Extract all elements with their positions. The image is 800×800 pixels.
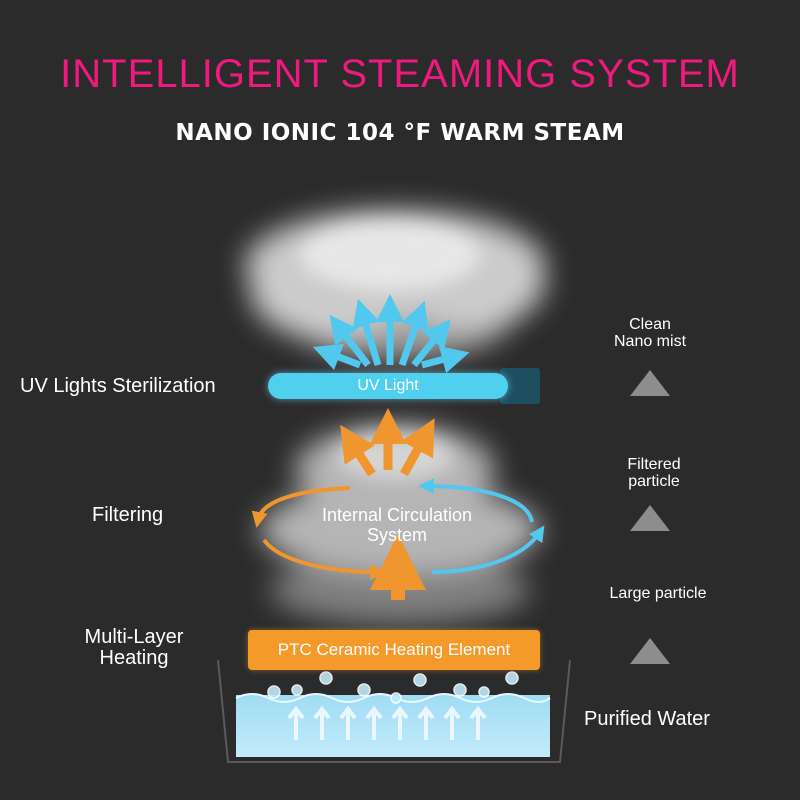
water-bubbles: [267, 644, 519, 704]
water-surface: [236, 695, 550, 757]
heating-label-line2: Heating: [99, 647, 169, 669]
water-tank: [217, 659, 571, 763]
multi-layer-heating-label: Multi-Layer Heating: [74, 627, 194, 669]
clean-mist-triangle-icon: [630, 370, 670, 396]
ptc-heating-element: [248, 630, 540, 670]
filtered-particle-label: Filtered particle: [594, 456, 714, 490]
clean-label-line2: Nano mist: [613, 333, 687, 350]
large-particle-label: Large particle: [609, 585, 707, 602]
circulation-arrows: [251, 478, 545, 580]
page-title: INTELLIGENT STEAMING SYSTEM: [60, 52, 740, 96]
clean-mist-arrows: [312, 294, 470, 374]
page-subtitle: NANO IONIC 104 °F WARM STEAM: [175, 120, 625, 146]
filtering-label: Filtering: [92, 504, 164, 526]
circulation-label: Internal Circulation System: [290, 505, 504, 545]
uv-sterilization-label: UV Lights Sterilization: [20, 375, 216, 397]
water-updraft-arrows: [287, 705, 487, 740]
filtered-label-line2: particle: [628, 473, 680, 490]
purified-water-label: Purified Water: [584, 708, 710, 730]
uv-light-bar: [268, 373, 508, 399]
circulation-label-line1: Internal Circulation: [321, 505, 473, 525]
rising-steam-arrows: [340, 408, 435, 477]
uv-light-label: UV Light: [357, 377, 419, 394]
clean-label-line1: Clean: [629, 316, 671, 333]
large-particle-triangle-icon: [630, 638, 670, 664]
filtered-particle-triangle-icon: [630, 505, 670, 531]
heating-label-line1: Multi-Layer: [84, 626, 184, 648]
circulation-label-line2: System: [366, 525, 427, 545]
ptc-label: PTC Ceramic Heating Element: [277, 640, 511, 659]
clean-nano-mist-label: Clean Nano mist: [590, 316, 710, 350]
filtered-label-line1: Filtered: [627, 456, 681, 473]
